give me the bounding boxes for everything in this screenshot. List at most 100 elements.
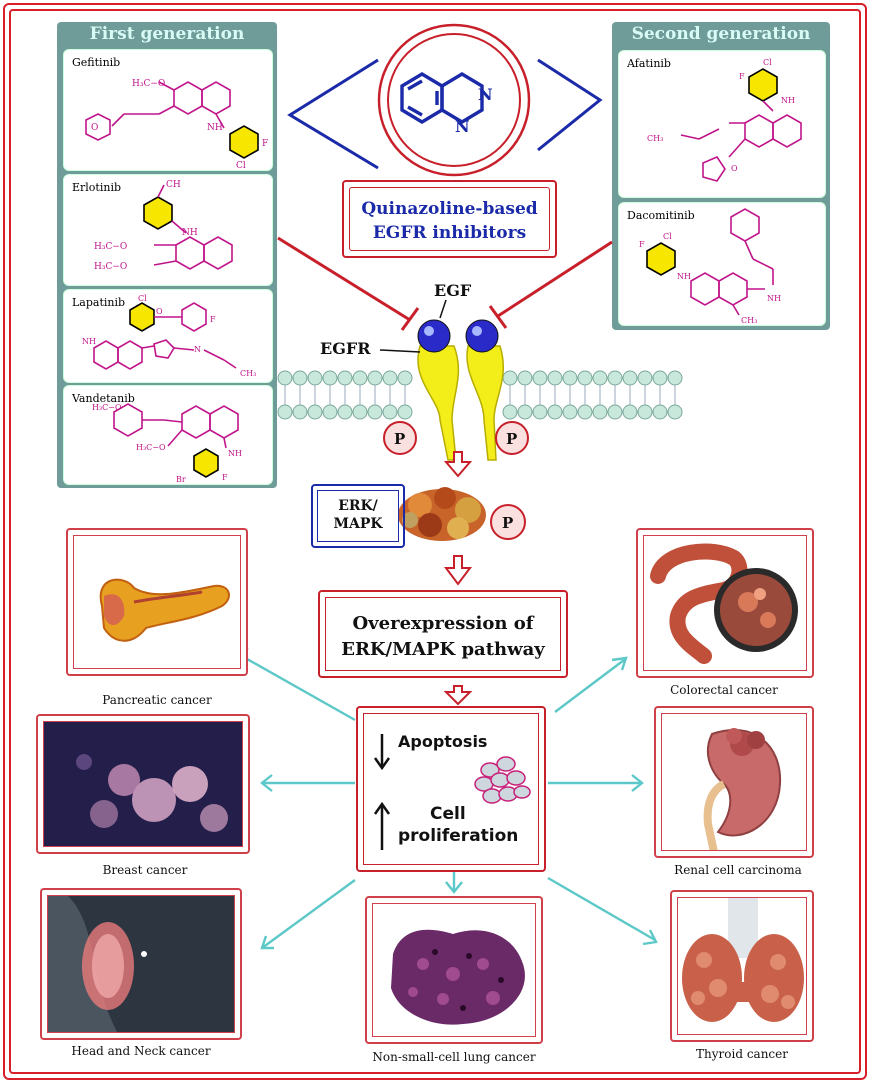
lipid-head (322, 370, 338, 386)
egf-label: EGF (434, 281, 472, 300)
gefitinib-structure: H₃C−O O NH F Cl (85, 79, 268, 170)
gefitinib-f: F (262, 139, 268, 149)
head-neck-cancer-box (40, 888, 242, 1040)
erk-mapk-box: ERK/ MAPK (311, 484, 405, 548)
lipid-head (307, 404, 323, 420)
left-chevron-arrow (287, 58, 379, 170)
cell-label: Cell (430, 804, 466, 824)
lapatinib-aryl-ring (129, 302, 155, 332)
afatinib-nme2: CH₃ (647, 134, 663, 143)
thyroid-cancer-box (670, 890, 814, 1042)
quinazoline-n3: N (478, 85, 493, 104)
drug-card-gefitinib: Gefitinib H₃C−O O NH F Cl (63, 49, 273, 171)
breast-cancer-box (36, 714, 250, 854)
core-inner-circle (387, 33, 521, 167)
egfr-label: EGFR (320, 339, 371, 358)
lipid-head (637, 404, 653, 420)
lipid-head (277, 370, 293, 386)
lipid-head (337, 370, 353, 386)
afatinib-aryl-ring (748, 68, 778, 102)
afatinib-structure: F Cl NH CH₃ O (647, 58, 802, 182)
lapatinib-o: O (156, 307, 163, 316)
dacomitinib-aryl-ring (646, 242, 676, 276)
colorectal-cancer-caption: Colorectal cancer (670, 683, 778, 697)
vandetanib-methyl-n: H₃C−O (92, 403, 122, 412)
dacomitinib-amide-nh: NH (767, 294, 781, 303)
lipid-head (607, 370, 623, 386)
gefitinib-methoxy: H₃C−O (132, 79, 165, 89)
lipid-head (592, 404, 608, 420)
dacomitinib-structure: F Cl NH NH CH₃ (639, 208, 781, 325)
phospho-erk-label: P (502, 514, 513, 532)
down-arrow-3 (443, 685, 473, 706)
lipid-head (367, 404, 383, 420)
lipid-head (532, 370, 548, 386)
drug-name-afatinib: Afatinib (627, 57, 671, 70)
nsclc-box (365, 896, 543, 1044)
pancreatic-cancer-caption: Pancreatic cancer (102, 693, 212, 707)
lipid-head (292, 370, 308, 386)
lipid-head (547, 370, 563, 386)
lipid-head (562, 370, 578, 386)
outcome-graphics (373, 734, 531, 850)
overexpression-box: Overexpression of ERK/MAPK pathway (318, 590, 568, 678)
pancreatic-cancer-box (66, 528, 248, 676)
teal-arrows (236, 646, 658, 950)
phospho-right (495, 421, 529, 455)
right-chevron-arrow (537, 58, 603, 152)
lapatinib-cl: Cl (138, 294, 147, 303)
quinazoline-structure (400, 72, 484, 124)
lipid-head (397, 404, 413, 420)
lipid-head (577, 370, 593, 386)
core-label-line2: EGFR inhibitors (372, 223, 527, 243)
lipid-head (667, 404, 683, 420)
thyroid-cancer-caption: Thyroid cancer (696, 1047, 788, 1061)
drug-name-dacomitinib: Dacomitinib (627, 209, 695, 222)
lipid-head (622, 404, 638, 420)
lapatinib-structure: Cl O F NH N CH₃ (82, 294, 256, 378)
lipid-head (502, 404, 518, 420)
drug-name-erlotinib: Erlotinib (72, 181, 122, 194)
lipid-head (652, 404, 668, 420)
phospho-right-label: P (506, 430, 517, 448)
first-generation-title: First generation (89, 24, 245, 44)
gefitinib-nh: NH (207, 123, 223, 133)
cell-membrane (277, 370, 683, 420)
outcome-box: Apoptosis Cell proliferation (356, 706, 546, 872)
lipid-head (382, 404, 398, 420)
lapatinib-n: N (194, 345, 201, 354)
colorectal-image (650, 543, 798, 664)
quinazoline-n1: N (455, 117, 470, 136)
lapatinib-f: F (210, 315, 216, 324)
drug-card-afatinib: Afatinib F Cl NH CH₃ O (618, 50, 826, 198)
inhibition-line-left (277, 236, 411, 322)
second-generation-panel: Second generation Afatinib F Cl NH (612, 22, 830, 330)
lipid-head (592, 370, 608, 386)
lipid-head (352, 370, 368, 386)
vandetanib-br: Br (176, 475, 186, 484)
nsclc-image (391, 929, 525, 1025)
breast-cancer-caption: Breast cancer (102, 863, 188, 877)
thyroid-image (682, 898, 804, 1022)
lapatinib-ch3: CH₃ (240, 369, 256, 378)
gefitinib-aryl-ring (229, 125, 259, 159)
core-label-line1: Quinazoline-based (361, 199, 538, 219)
erlotinib-nh: NH (182, 228, 198, 238)
egfr-receptor-left (417, 345, 460, 461)
dacomitinib-nh: NH (677, 272, 691, 281)
lipid-head (292, 404, 308, 420)
vandetanib-f: F (222, 473, 228, 482)
afatinib-cl: Cl (763, 58, 772, 67)
down-arrow-2 (444, 555, 472, 586)
renal-cancer-caption: Renal cell carcinoma (674, 863, 802, 877)
phospho-left-label: P (394, 430, 405, 448)
drug-card-vandetanib: Vandetanib H₃C−O H₃C−O NH Br F (63, 385, 273, 485)
drug-name-lapatinib: Lapatinib (72, 296, 126, 309)
down-arrow-1 (443, 451, 473, 478)
lipid-head (322, 404, 338, 420)
lipid-head (367, 370, 383, 386)
mapk-label: MAPK (333, 516, 383, 532)
erk-protein (398, 487, 486, 541)
dacomitinib-f: F (639, 240, 645, 249)
